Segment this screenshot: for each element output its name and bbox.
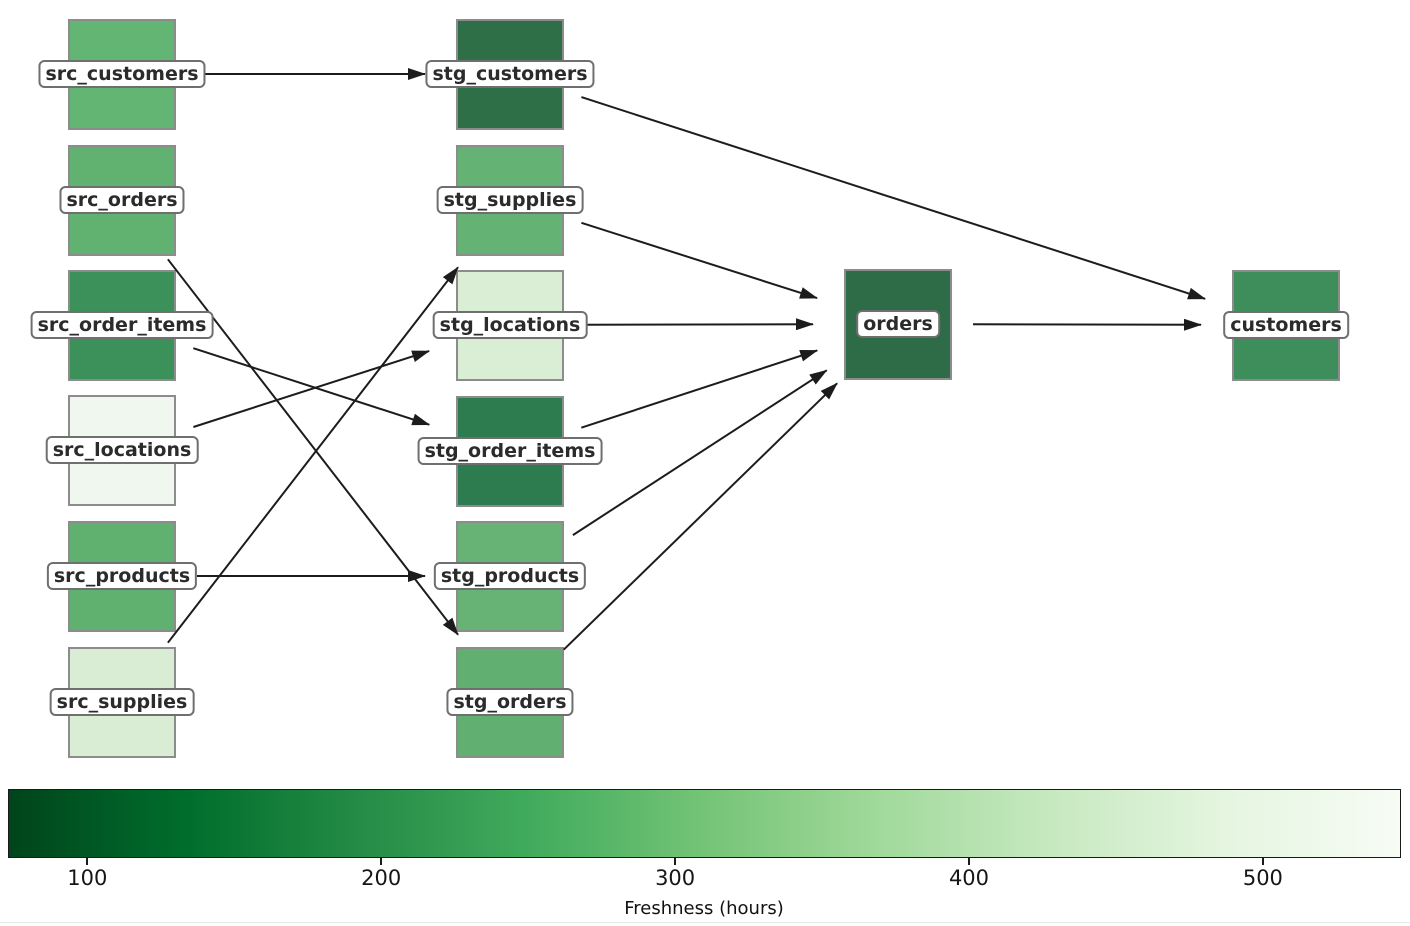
edge-stg_orders-to-orders (563, 382, 838, 651)
colorbar-tick-mark-100 (86, 858, 89, 865)
edge-stg_products-to-orders (572, 369, 828, 536)
colorbar-tick-mark-300 (674, 858, 677, 865)
node-label-stg_orders: stg_orders (446, 688, 574, 716)
node-label-stg_products: stg_products (433, 562, 587, 590)
edge-src_locations-to-stg_locations (193, 350, 431, 428)
colorbar-tick-mark-500 (1261, 858, 1264, 865)
node-label-src_products: src_products (46, 562, 198, 590)
colorbar-gradient (8, 789, 1401, 858)
node-label-stg_locations: stg_locations (432, 311, 588, 339)
colorbar-tick-mark-400 (967, 858, 970, 865)
colorbar-axis-label: Freshness (hours) (624, 898, 784, 919)
node-label-orders: orders (856, 310, 940, 338)
colorbar-tick-label-100: 100 (67, 866, 108, 890)
edge-stg_order_items-to-orders (580, 349, 819, 429)
edge-src_order_items-to-stg_order_items (192, 347, 431, 426)
colorbar-tick-label-400: 400 (948, 866, 990, 890)
edge-stg_locations-to-orders (584, 318, 814, 331)
colorbar-tick-label-300: 300 (655, 866, 696, 890)
colorbar-tick-label-500: 500 (1242, 866, 1283, 890)
figure-bottom-edge (0, 922, 1410, 923)
node-label-stg_order_items: stg_order_items (417, 437, 603, 465)
node-label-customers: customers (1223, 311, 1349, 339)
colorbar-tick-label-200: 200 (361, 866, 402, 890)
node-label-src_order_items: src_order_items (30, 311, 214, 339)
node-label-src_customers: src_customers (38, 60, 206, 88)
edge-stg_customers-to-customers (581, 96, 1207, 300)
edge-src_supplies-to-stg_supplies (167, 266, 459, 644)
colorbar-tick-mark-200 (380, 858, 383, 865)
node-label-stg_customers: stg_customers (425, 60, 595, 88)
edge-stg_supplies-to-orders (581, 221, 818, 300)
node-label-src_supplies: src_supplies (49, 688, 195, 716)
edge-orders-to-customers (972, 318, 1202, 331)
node-label-src_locations: src_locations (45, 436, 199, 464)
node-label-stg_supplies: stg_supplies (436, 186, 584, 214)
node-label-src_orders: src_orders (59, 186, 185, 214)
